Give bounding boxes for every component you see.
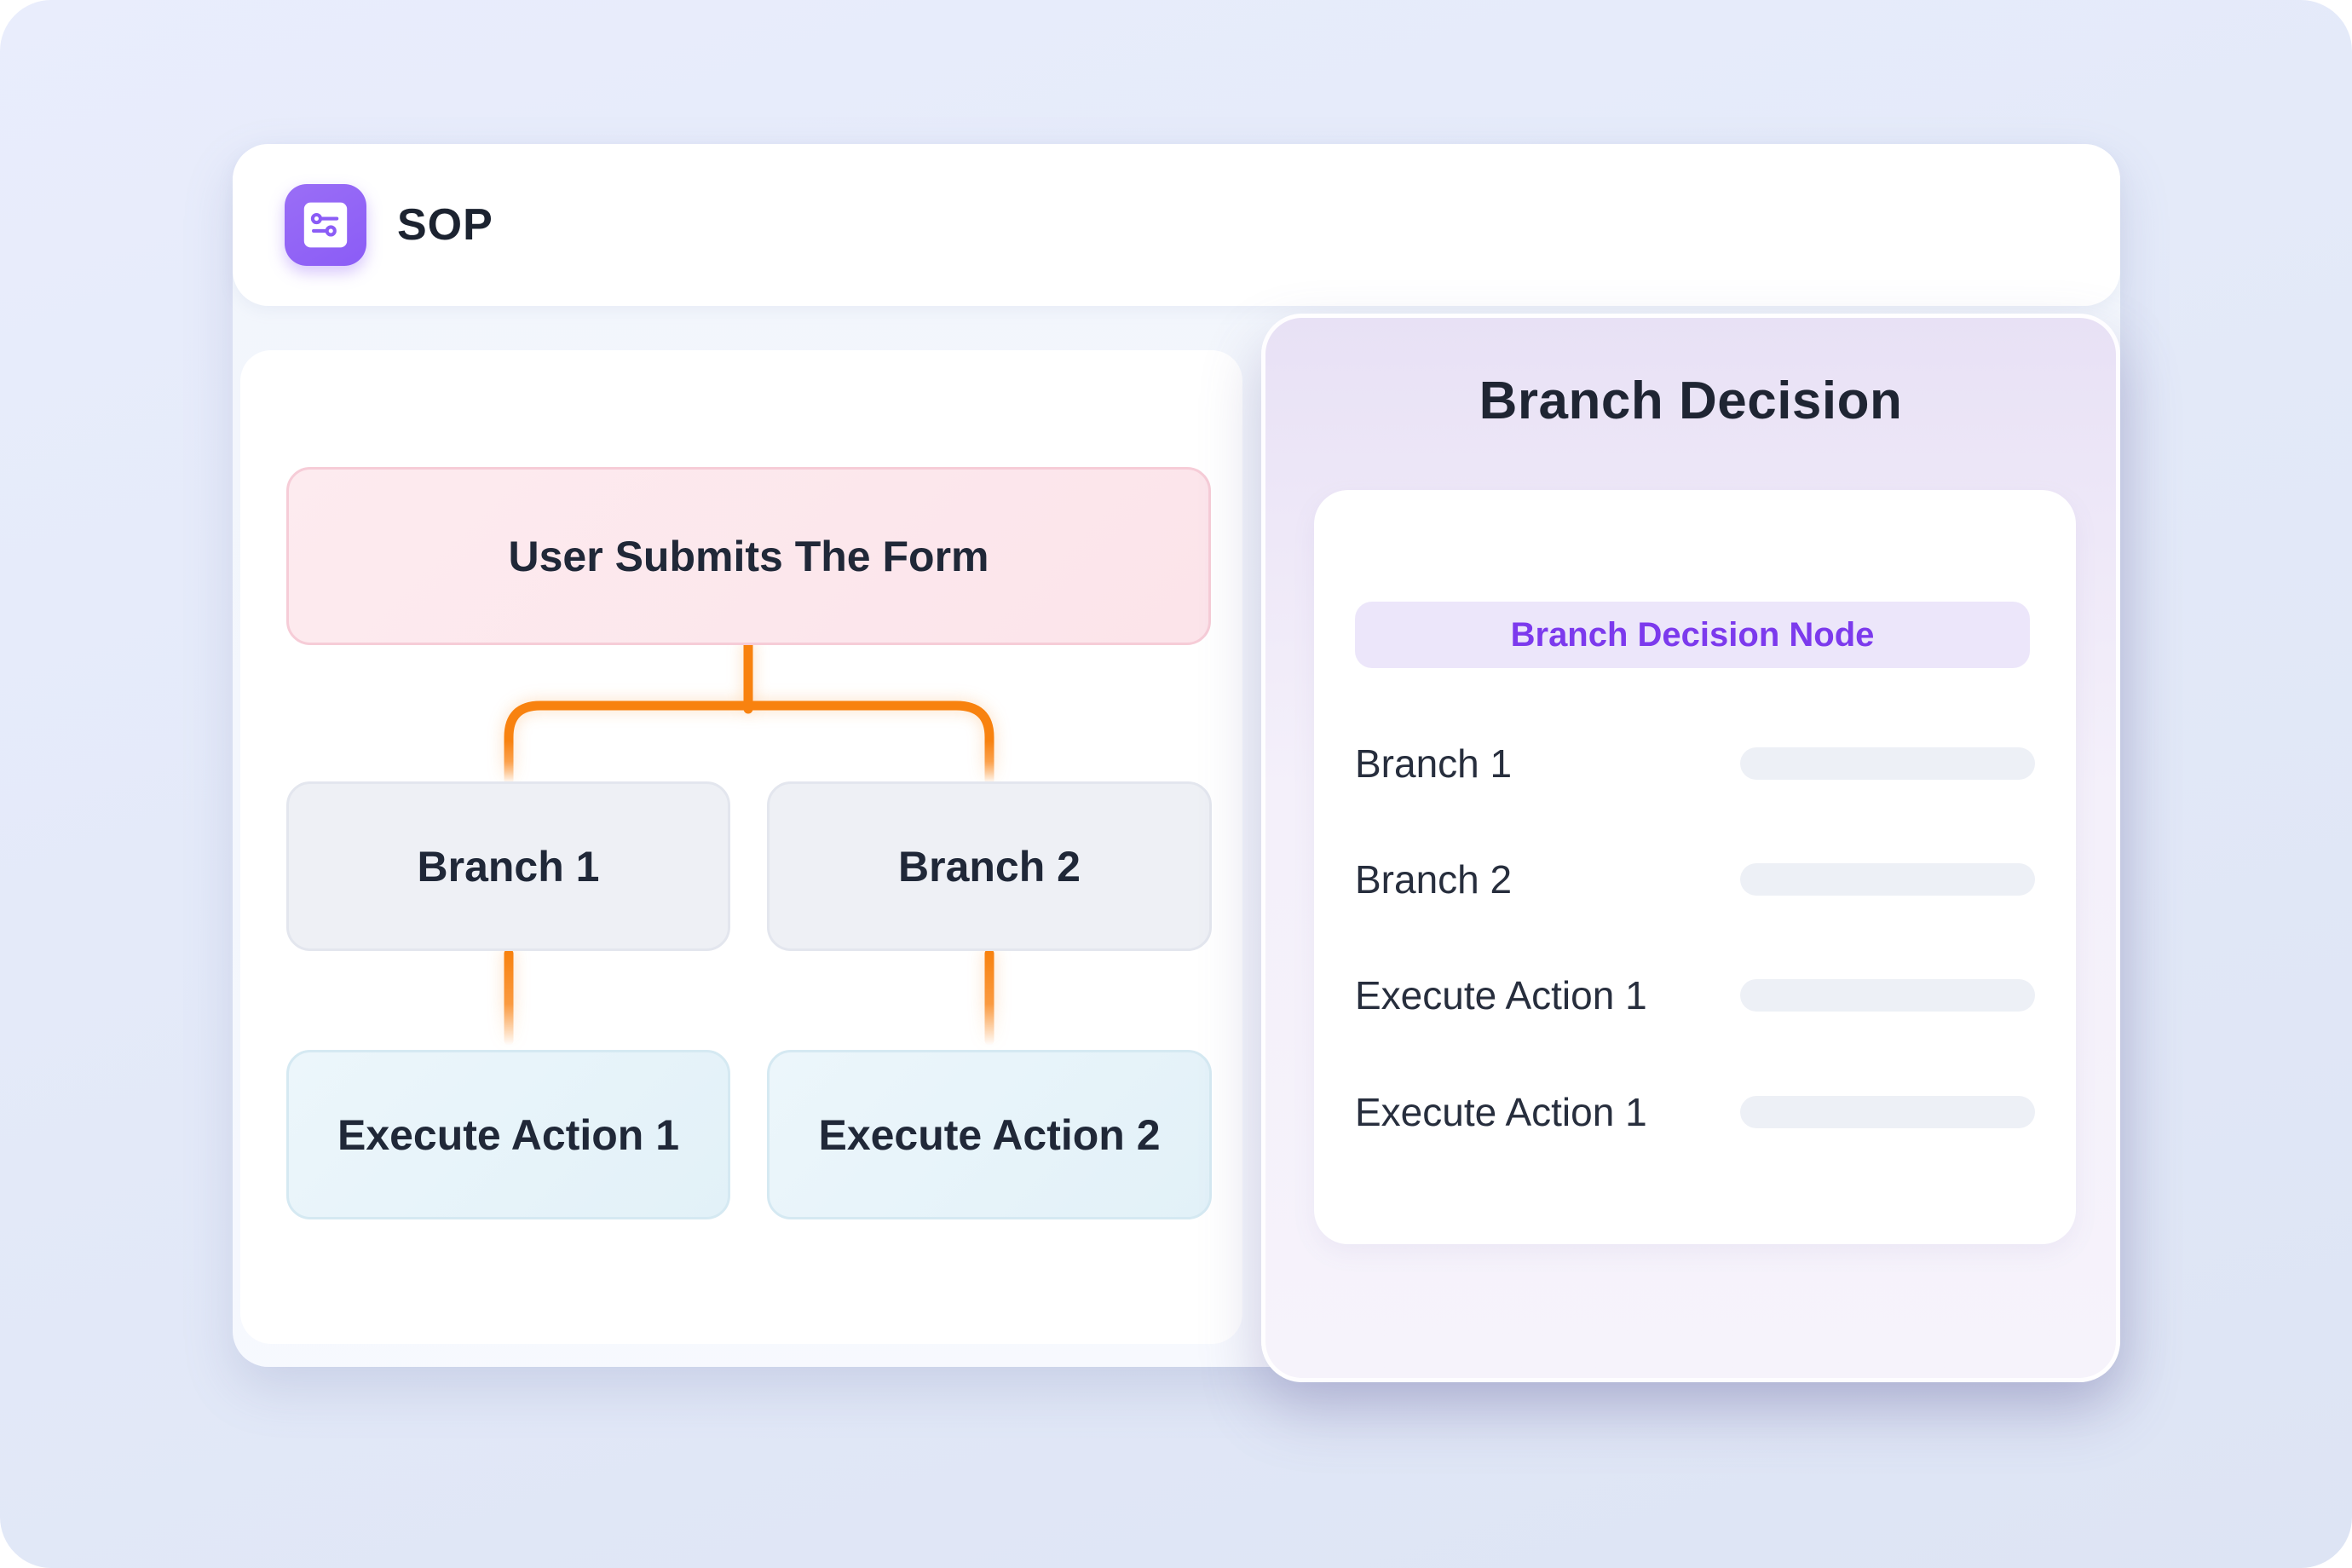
branch-decision-panel: Branch Decision Branch Decision Node Bra…	[1261, 314, 2120, 1382]
list-item-label: Branch 2	[1355, 857, 1513, 902]
placeholder-bar	[1740, 1096, 2035, 1128]
branch-decision-card: Branch Decision Node Branch 1 Branch 2 E…	[1314, 490, 2076, 1244]
list-item[interactable]: Branch 1	[1355, 737, 2035, 790]
list-item-label: Execute Action 1	[1355, 973, 1647, 1017]
placeholder-bar	[1740, 747, 2035, 780]
flow-node-action-2[interactable]: Execute Action 2	[767, 1050, 1212, 1219]
panel-title: Branch Decision	[1479, 372, 1903, 430]
placeholder-bar	[1740, 863, 2035, 896]
app-title: SOP	[397, 200, 493, 250]
flow-node-action-1[interactable]: Execute Action 1	[286, 1050, 730, 1219]
window-header: SOP	[233, 144, 2120, 306]
flow-node-branch-2[interactable]: Branch 2	[767, 781, 1212, 951]
flow-node-trigger[interactable]: User Submits The Form	[286, 467, 1211, 645]
branch-decision-node-badge[interactable]: Branch Decision Node	[1355, 602, 2030, 668]
list-item[interactable]: Execute Action 1	[1355, 969, 2035, 1022]
sliders-document-icon	[285, 184, 366, 266]
list-item[interactable]: Execute Action 1	[1355, 1086, 2035, 1139]
placeholder-bar	[1740, 979, 2035, 1012]
list-item[interactable]: Branch 2	[1355, 853, 2035, 906]
list-item-label: Branch 1	[1355, 741, 1513, 786]
list-item-label: Execute Action 1	[1355, 1090, 1647, 1134]
flow-node-branch-1[interactable]: Branch 1	[286, 781, 730, 951]
